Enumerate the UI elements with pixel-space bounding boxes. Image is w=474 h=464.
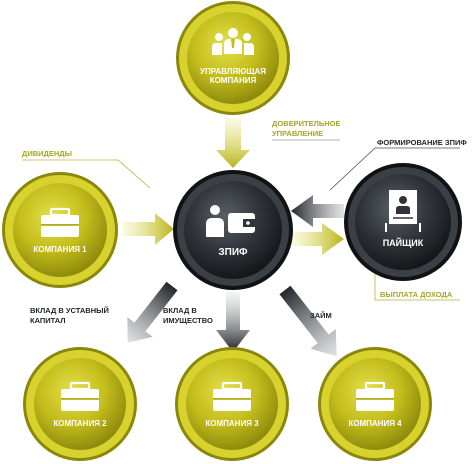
- briefcase-icon: [213, 381, 251, 411]
- node-company-4: [318, 347, 432, 461]
- management-company-label: УПРАВЛЯЮЩАЯ КОМПАНИЯ: [199, 67, 266, 85]
- arrow-fund-to-company2: [127, 281, 178, 343]
- company-3-label: КОМПАНИЯ 3: [205, 419, 259, 428]
- arrow-fund-to-shareholder: [291, 223, 344, 255]
- document-person-icon: [385, 190, 421, 232]
- node-fund: [173, 170, 293, 290]
- briefcase-icon: [61, 381, 99, 411]
- briefcase-icon: [41, 207, 79, 237]
- arrows: [122, 118, 344, 357]
- businessman-wallet-icon: [206, 205, 256, 237]
- trust-management-label: ДОВЕРИТЕЛЬНОЕ УПРАВЛЕНИЕ: [272, 119, 341, 138]
- arrow-fund-to-company3: [216, 292, 250, 352]
- arrow-company1-to-fund: [122, 213, 174, 245]
- arrow-shareholder-to-fund: [291, 195, 344, 227]
- node-management-company: [176, 1, 290, 115]
- briefcase-icon: [356, 381, 394, 411]
- node-company-2: [23, 347, 137, 461]
- label-leader-lines: [22, 139, 460, 301]
- dividends-leader: [22, 159, 151, 189]
- fund-label: ЗПИФ: [218, 247, 248, 258]
- shareholder-label: ПАЙЩИК: [382, 238, 424, 248]
- company-4-label: КОМПАНИЯ 4: [348, 419, 402, 428]
- property-contribution-label: ВКЛАД В ИМУЩЕСТВО: [163, 306, 213, 325]
- arrow-management-to-fund: [216, 118, 250, 168]
- people-group-icon: [212, 28, 254, 55]
- arrow-fund-to-company4: [279, 285, 337, 357]
- node-company-1: [2, 172, 118, 288]
- loan-label: ЗАЙМ: [310, 311, 332, 320]
- capital-contribution-label: ВКЛАД В УСТАВНЫЙ КАПИТАЛ: [30, 306, 109, 325]
- dividends-label: ДИВИДЕНДЫ: [22, 149, 72, 158]
- node-company-3: [175, 347, 289, 461]
- income-payment-label: ВЫПЛАТА ДОХОДА: [380, 290, 453, 299]
- company-1-label: КОМПАНИЯ 1: [33, 245, 87, 254]
- fund-formation-label: ФОРМИРОВАНИЕ ЗПИФ: [377, 138, 467, 147]
- node-shareholder: [344, 163, 462, 281]
- company-2-label: КОМПАНИЯ 2: [53, 419, 107, 428]
- income-payment-leader: [374, 262, 460, 301]
